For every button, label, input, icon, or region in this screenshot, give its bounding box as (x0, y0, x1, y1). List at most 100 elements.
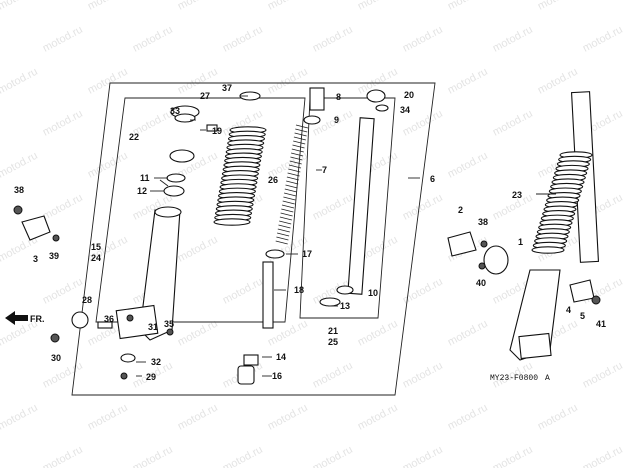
watermark-text: motod.ru (266, 66, 310, 97)
spring-coil (290, 152, 304, 157)
watermark-text: motod.ru (311, 192, 355, 223)
watermark-text: motod.ru (41, 444, 85, 468)
spring-coil (295, 128, 308, 133)
diagram-code: MY23-F0800 (490, 374, 538, 383)
diagram-suffix: A (545, 374, 550, 383)
assembly-frame (71, 82, 436, 396)
callout-41: 41 (596, 319, 606, 329)
watermark-text: motod.ru (311, 360, 355, 391)
bellows-fold (531, 246, 565, 254)
part-29 (120, 372, 128, 380)
watermark-text: motod.ru (311, 24, 355, 55)
callout-30: 30 (51, 353, 61, 363)
watermark-text: motod.ru (86, 402, 130, 433)
spring-coil (275, 240, 288, 245)
callout-33: 33 (170, 106, 180, 116)
watermark-text: motod.ru (266, 0, 310, 13)
watermark-text: motod.ru (356, 0, 400, 13)
watermark-text: motod.ru (446, 0, 490, 13)
callout-14: 14 (276, 352, 286, 362)
watermark-text: motod.ru (86, 150, 130, 181)
watermark-text: motod.ru (446, 66, 490, 97)
watermark-text: motod.ru (536, 402, 580, 433)
spring-coil (276, 232, 290, 237)
part-13b (319, 297, 341, 307)
watermark-text: motod.ru (491, 444, 535, 468)
watermark-text: motod.ru (176, 66, 220, 97)
part-15-top (154, 206, 182, 218)
part-11 (166, 173, 186, 183)
callout-9: 9 (334, 115, 339, 125)
spring-coil (294, 132, 307, 137)
watermark-text: motod.ru (131, 444, 175, 468)
callout-39: 39 (49, 251, 59, 261)
callout-38: 38 (14, 185, 24, 195)
part-36 (97, 321, 113, 329)
watermark-text: motod.ru (131, 24, 175, 55)
watermark-text: motod.ru (581, 444, 625, 468)
leader-lines (136, 95, 556, 377)
part-8 (309, 87, 325, 111)
watermark-text: motod.ru (221, 276, 265, 307)
part-18-rod (262, 261, 274, 329)
callout-31: 31 (148, 322, 158, 332)
spring-coil (285, 184, 298, 189)
spring-coil (282, 200, 295, 205)
spring-coil (278, 224, 291, 229)
callout-1: 1 (518, 237, 523, 247)
callout-16: 16 (272, 371, 282, 381)
watermark-text: motod.ru (86, 66, 130, 97)
callout-12: 12 (137, 186, 147, 196)
callout-4: 4 (566, 305, 571, 315)
watermark-text: motod.ru (221, 24, 265, 55)
axle-bracket (518, 332, 552, 360)
watermark-text: motod.ru (311, 444, 355, 468)
callout-32: 32 (151, 357, 161, 367)
direction-label: FR. (30, 314, 45, 324)
sub-frame-right (299, 97, 396, 319)
spring-coil (287, 172, 300, 177)
part-28-cap (71, 311, 89, 329)
spring-coil (283, 196, 296, 201)
part-38b-bolt (480, 240, 488, 248)
spring-coil (292, 144, 305, 149)
sub-frame-left (95, 97, 306, 323)
part-41 (591, 295, 601, 305)
callout-6: 6 (430, 174, 435, 184)
watermark-text: motod.ru (41, 108, 85, 139)
part-26-bellows (213, 126, 267, 226)
callout-22: 22 (129, 132, 139, 142)
watermark-text: motod.ru (0, 66, 40, 97)
spring-coil (286, 176, 300, 181)
callout-36: 36 (104, 314, 114, 324)
part-14 (243, 354, 259, 366)
callout-3: 3 (33, 254, 38, 264)
watermark-text: motod.ru (86, 0, 130, 13)
part-35 (166, 328, 174, 336)
part-39 (52, 234, 60, 242)
spring-coil (288, 168, 301, 173)
spring-coil (280, 212, 293, 217)
part-9 (303, 115, 321, 125)
callout-24: 24 (91, 253, 101, 263)
watermark-text: motod.ru (176, 402, 220, 433)
part-16 (237, 365, 255, 385)
watermark-text: motod.ru (536, 0, 580, 13)
part-40 (478, 262, 486, 270)
part-31-bolt (126, 314, 134, 322)
part-1-reflector (483, 245, 509, 275)
watermark-text: motod.ru (581, 360, 625, 391)
watermark-text: motod.ru (176, 234, 220, 265)
part-32 (120, 353, 136, 363)
watermark-text: motod.ru (491, 24, 535, 55)
callout-10: 10 (368, 288, 378, 298)
watermark-text: motod.ru (401, 192, 445, 223)
part-17 (265, 249, 285, 259)
bellows-fold (213, 218, 251, 226)
watermark-text: motod.ru (0, 150, 40, 181)
watermark-text: motod.ru (401, 360, 445, 391)
spring-coil (290, 156, 303, 161)
spring-coil (284, 188, 297, 193)
